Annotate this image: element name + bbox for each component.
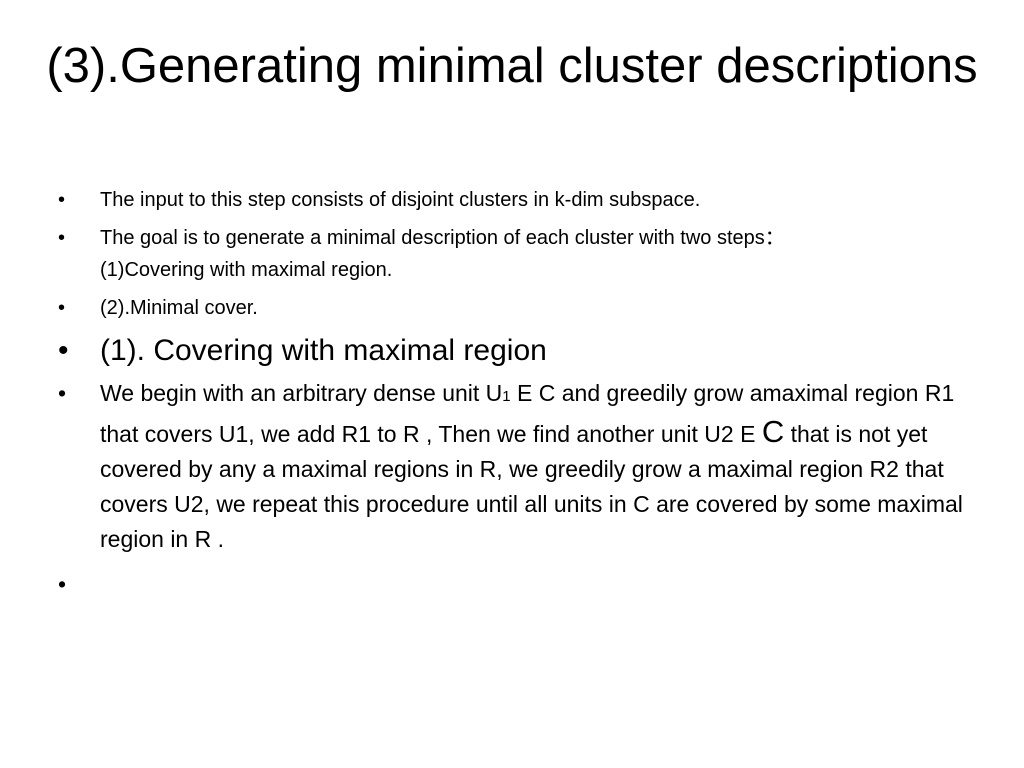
- list-item: • The input to this step consists of dis…: [58, 184, 998, 216]
- bullet-icon: •: [58, 571, 67, 597]
- bullet-icon: •: [58, 227, 66, 249]
- item-text: The goal is to generate a minimal descri…: [100, 227, 785, 249]
- bullet-icon: •: [58, 189, 66, 211]
- large-letter: C: [761, 414, 785, 449]
- list-item: • (1). Covering with maximal region: [58, 334, 998, 368]
- item-text-part: We begin with an arbitrary dense unit U: [100, 380, 503, 406]
- item-text-part: that is not yet covered by any a maximal…: [100, 421, 963, 552]
- item-text-part: E C and greedily grow amaximal region R1…: [100, 380, 955, 447]
- list-item: • (2).Minimal cover.: [58, 292, 998, 324]
- bullet-icon: •: [58, 380, 67, 406]
- slide-title: (3).Generating minimal cluster descripti…: [46, 39, 978, 93]
- item-text-continued: (1)Covering with maximal region.: [100, 259, 393, 281]
- item-heading: (1). Covering with maximal region: [100, 334, 547, 367]
- bullet-list: • The input to this step consists of dis…: [58, 184, 998, 597]
- list-item: • We begin with an arbitrary dense unit …: [58, 376, 998, 557]
- bullet-icon: •: [58, 334, 69, 367]
- list-item: • The goal is to generate a minimal desc…: [58, 222, 998, 286]
- bullet-icon: •: [58, 297, 66, 319]
- item-text: (2).Minimal cover.: [100, 297, 258, 319]
- item-text: The input to this step consists of disjo…: [100, 189, 701, 211]
- subscript: 1: [502, 388, 511, 405]
